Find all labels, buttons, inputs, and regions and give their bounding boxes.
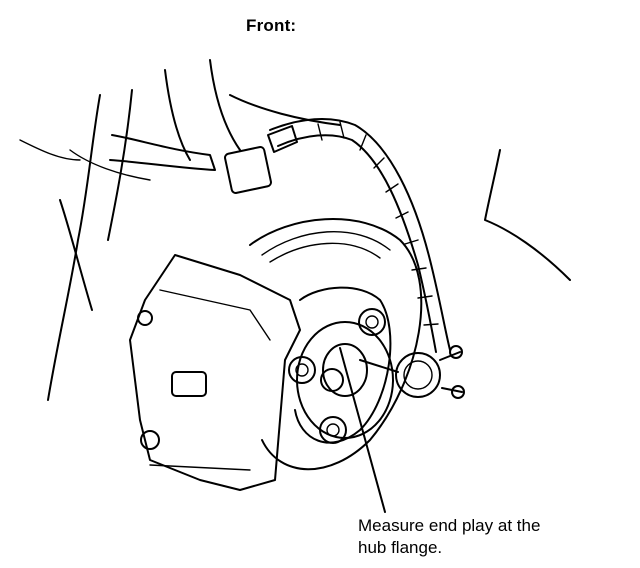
brake-rotor	[249, 218, 423, 471]
suspension-strut	[19, 59, 341, 401]
brake-hose	[224, 117, 451, 353]
callout-line-1: Measure end play at the	[358, 516, 541, 535]
fender-edge	[484, 149, 571, 281]
diagram-title: Front:	[246, 16, 297, 35]
callout-leader-line	[339, 347, 386, 513]
callout-text: Measure end play at the hub flange.	[358, 515, 628, 559]
dial-indicator	[359, 345, 465, 399]
brake-caliper	[129, 254, 301, 491]
hub-flange	[288, 308, 394, 444]
callout-line-2: hub flange.	[358, 538, 443, 557]
